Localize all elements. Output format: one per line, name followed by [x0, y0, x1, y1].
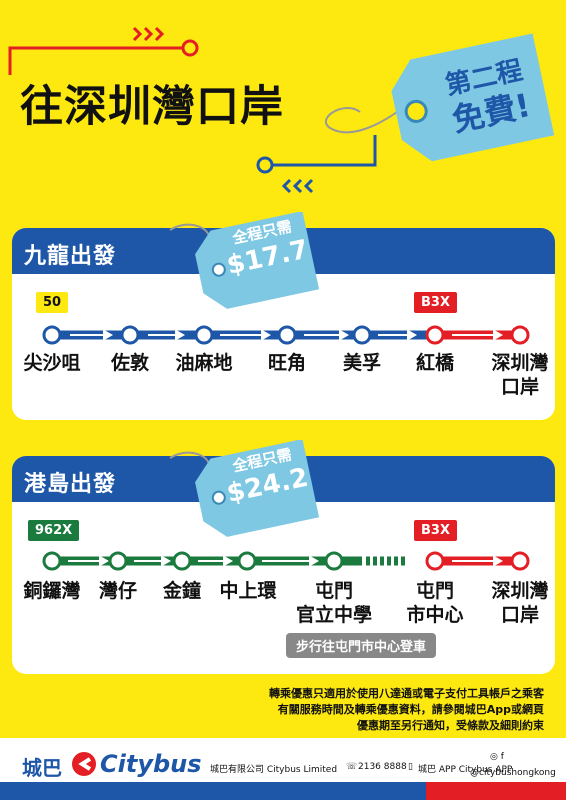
promo-price-tag	[391, 33, 555, 162]
stop-wan-chai: 灣仔	[98, 580, 137, 602]
stop-admiralty: 金鐘	[162, 580, 201, 602]
stop-tuen-mun: 屯門	[314, 580, 353, 602]
stop-tuen-mun-2: 屯門	[415, 580, 454, 602]
walk-note-badge: 步行往屯門市中心登車	[286, 633, 437, 658]
app-name: 城巴 APP Citybus APP	[418, 765, 513, 775]
chevron-left-icon	[281, 178, 314, 194]
island-fare-tag-graphic	[169, 440, 320, 537]
brand-name-en: Citybus	[100, 750, 202, 778]
social-handle: @citybushongkong	[470, 768, 556, 778]
stop-central-sheung-wan: 中上環	[219, 580, 277, 602]
stop-govt-secondary: 官立中學	[295, 604, 372, 626]
stop-mong-kok: 旺角	[267, 352, 306, 374]
stop-shenzhen-bay: 深圳灣	[491, 352, 549, 374]
stop-yau-ma-tei: 油麻地	[175, 352, 233, 374]
route-badge-50: 50	[36, 292, 69, 313]
company-name: 城巴有限公司 Citybus Limited	[210, 765, 338, 775]
terms-line-2: 有關服務時間及轉乘優惠資料，請參閱城巴App或網頁	[277, 703, 544, 716]
route-badge-962x: 962X	[28, 520, 80, 541]
phone-icon: ☏	[346, 762, 358, 772]
kowloon-route-line	[42, 325, 530, 345]
stop-town-centre: 市中心	[406, 604, 464, 626]
phone-number: 2136 8888	[358, 762, 407, 772]
route-badge-b3x-island: B3X	[414, 520, 457, 541]
route-badge-b3x: B3X	[414, 292, 457, 313]
terms-line-3: 優惠期至另行通知，受條款及細則約束	[357, 719, 544, 732]
stop-shenzhen-bay-island: 深圳灣	[491, 580, 549, 602]
stop-shenzhen-bay-port: 口岸	[500, 376, 539, 398]
island-route-line	[42, 551, 530, 571]
stop-hung-hom: 紅橋	[415, 352, 454, 374]
kowloon-heading: 九龍出發	[24, 244, 117, 269]
stop-shenzhen-bay-port-island: 口岸	[500, 604, 539, 626]
chevron-right-icon	[132, 26, 165, 42]
stop-causeway-bay: 銅鑼灣	[23, 580, 81, 602]
mobile-app-icon: ▯	[408, 762, 413, 772]
kowloon-fare-tag-graphic	[169, 212, 320, 309]
island-heading: 港島出發	[24, 472, 117, 497]
stop-tsim-sha-tsui: 尖沙咀	[23, 352, 81, 374]
terms-line-1: 轉乘優惠只適用於使用八達通或電子支付工具帳戶之乘客	[269, 687, 544, 700]
terms-block: 轉乘優惠只適用於使用八達通或電子支付工具帳戶之乘客 有關服務時間及轉乘優惠資料，…	[269, 686, 544, 734]
stop-mei-foo: 美孚	[342, 352, 381, 374]
page-title: 往深圳灣口岸	[20, 82, 284, 132]
header-decoration	[8, 26, 555, 194]
footer-color-strip	[0, 782, 566, 800]
citybus-logo-icon	[72, 752, 96, 776]
social-icons: ◎ f	[490, 752, 504, 762]
brand-name-cn: 城巴	[22, 756, 62, 780]
stop-jordan: 佐敦	[110, 352, 149, 374]
